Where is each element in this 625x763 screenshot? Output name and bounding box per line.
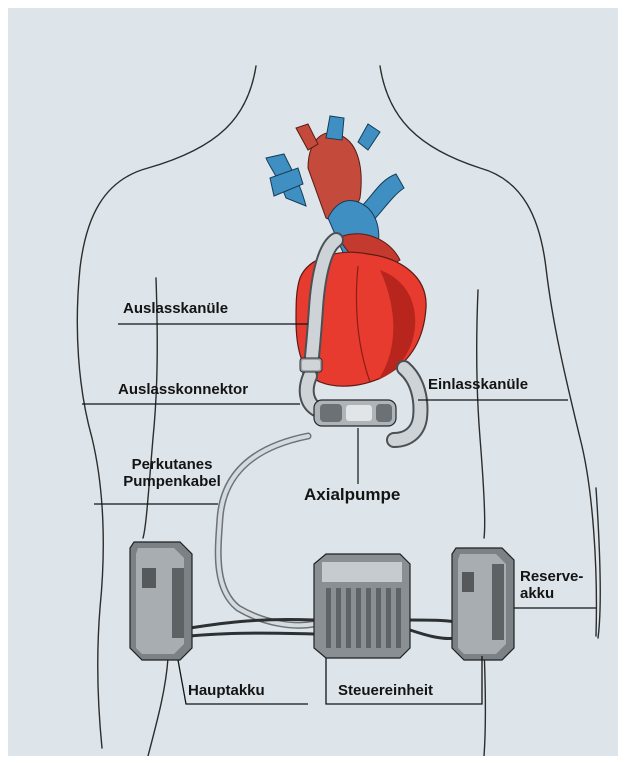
axial-pump	[314, 400, 396, 484]
label-axial-pump: Axialpumpe	[304, 486, 400, 503]
main-battery	[130, 542, 192, 660]
control-unit	[314, 554, 410, 658]
label-outlet-connector: Auslasskonnektor	[118, 381, 248, 398]
label-control-unit: Steuereinheit	[338, 682, 433, 699]
label-percutaneous-line2: Pumpenkabel	[112, 473, 232, 490]
label-outlet-cannula: Auslasskanüle	[123, 300, 228, 317]
main-battery-cable-2	[190, 633, 314, 636]
label-reserve-line1: Reserve-	[520, 568, 583, 585]
label-percutaneous-line1: Perkutanes	[112, 456, 232, 473]
diagram-frame: Auslasskanüle Auslasskonnektor Einlasska…	[8, 8, 618, 756]
label-inlet-cannula: Einlasskanüle	[428, 376, 528, 393]
label-percutaneous-cable: Perkutanes Pumpenkabel	[112, 456, 232, 490]
vessel-branch-3	[296, 124, 318, 150]
label-main-battery: Hauptakku	[188, 682, 265, 699]
percutaneous-cable	[218, 436, 314, 625]
reserve-battery	[452, 548, 514, 660]
left-flank	[148, 658, 168, 756]
reserve-battery-cable	[410, 630, 456, 639]
heart	[266, 116, 426, 386]
right-flank	[484, 648, 486, 756]
label-reserve-battery: Reserve- akku	[520, 568, 583, 602]
reserve-battery-cable-2	[410, 620, 456, 622]
label-reserve-line2: akku	[520, 585, 583, 602]
vessel-branch-2	[358, 124, 380, 150]
outlet-connector	[300, 358, 322, 372]
vessel-branch-1	[326, 116, 344, 140]
left-arm-inner	[143, 278, 157, 538]
right-arm-inner	[477, 290, 485, 538]
